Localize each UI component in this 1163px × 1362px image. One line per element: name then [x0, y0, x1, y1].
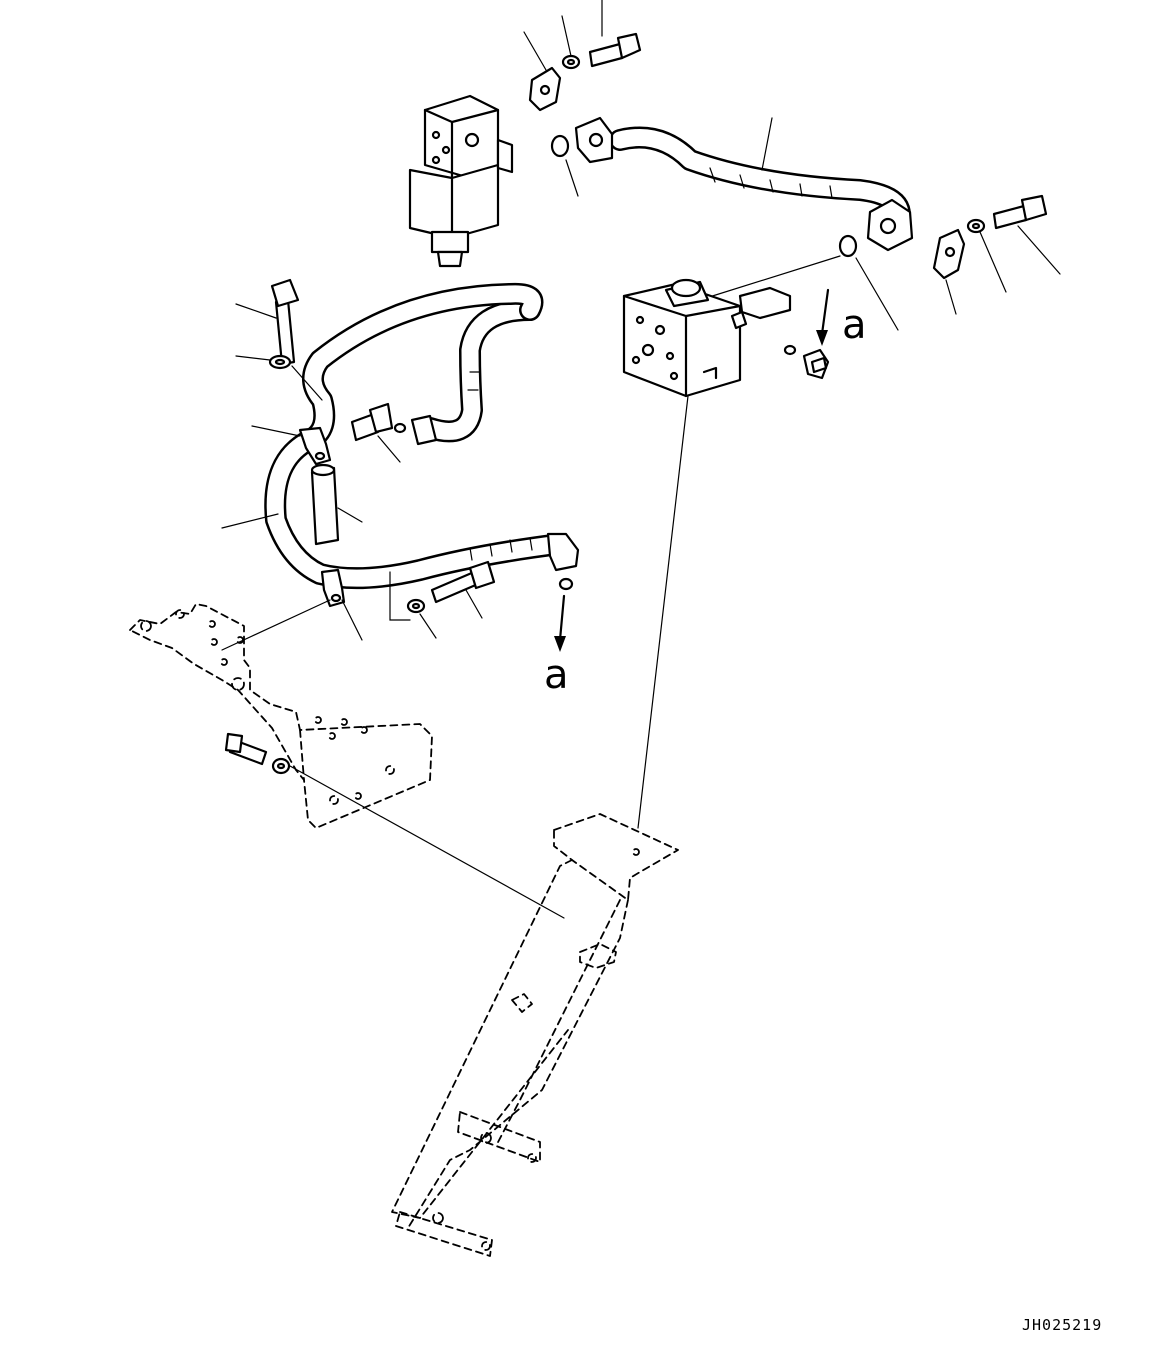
lower-o-ring [558, 577, 574, 591]
hose-clamp-upper [251, 425, 332, 466]
top-bolt [588, 0, 642, 68]
arrow-a-left [554, 594, 566, 652]
adapter-fitting [350, 402, 407, 463]
left-washer [235, 354, 323, 401]
lower-washer [406, 598, 437, 639]
valve-block [622, 278, 792, 829]
arrow-a-right [816, 288, 830, 346]
assembly-leaders [221, 571, 565, 919]
frame-arm [391, 813, 679, 1257]
upper-hose [574, 116, 914, 252]
bracket-bolt [224, 732, 268, 766]
right-o-ring [705, 234, 899, 331]
top-washer [561, 15, 581, 70]
lower-bolt [430, 560, 496, 619]
reference-label-a-lower: a [544, 652, 569, 698]
spacer-tube [310, 463, 363, 546]
mounting-bracket [129, 603, 433, 829]
top-o-ring [550, 134, 579, 197]
reference-label-a-upper: a [842, 302, 867, 348]
left-bolt [235, 278, 300, 366]
elbow-fitting-a [802, 348, 830, 380]
right-split-flange [932, 228, 966, 315]
drawing-code: JH025219 [1022, 1316, 1102, 1334]
top-split-flange [523, 31, 562, 112]
hose-clamp-lower [320, 568, 363, 641]
right-bolt [992, 194, 1061, 275]
hose-label-leader [221, 513, 279, 529]
solenoid-valve [408, 94, 514, 268]
block-o-ring [783, 344, 797, 356]
bracket-washer [271, 757, 291, 775]
right-washer [966, 218, 1007, 293]
